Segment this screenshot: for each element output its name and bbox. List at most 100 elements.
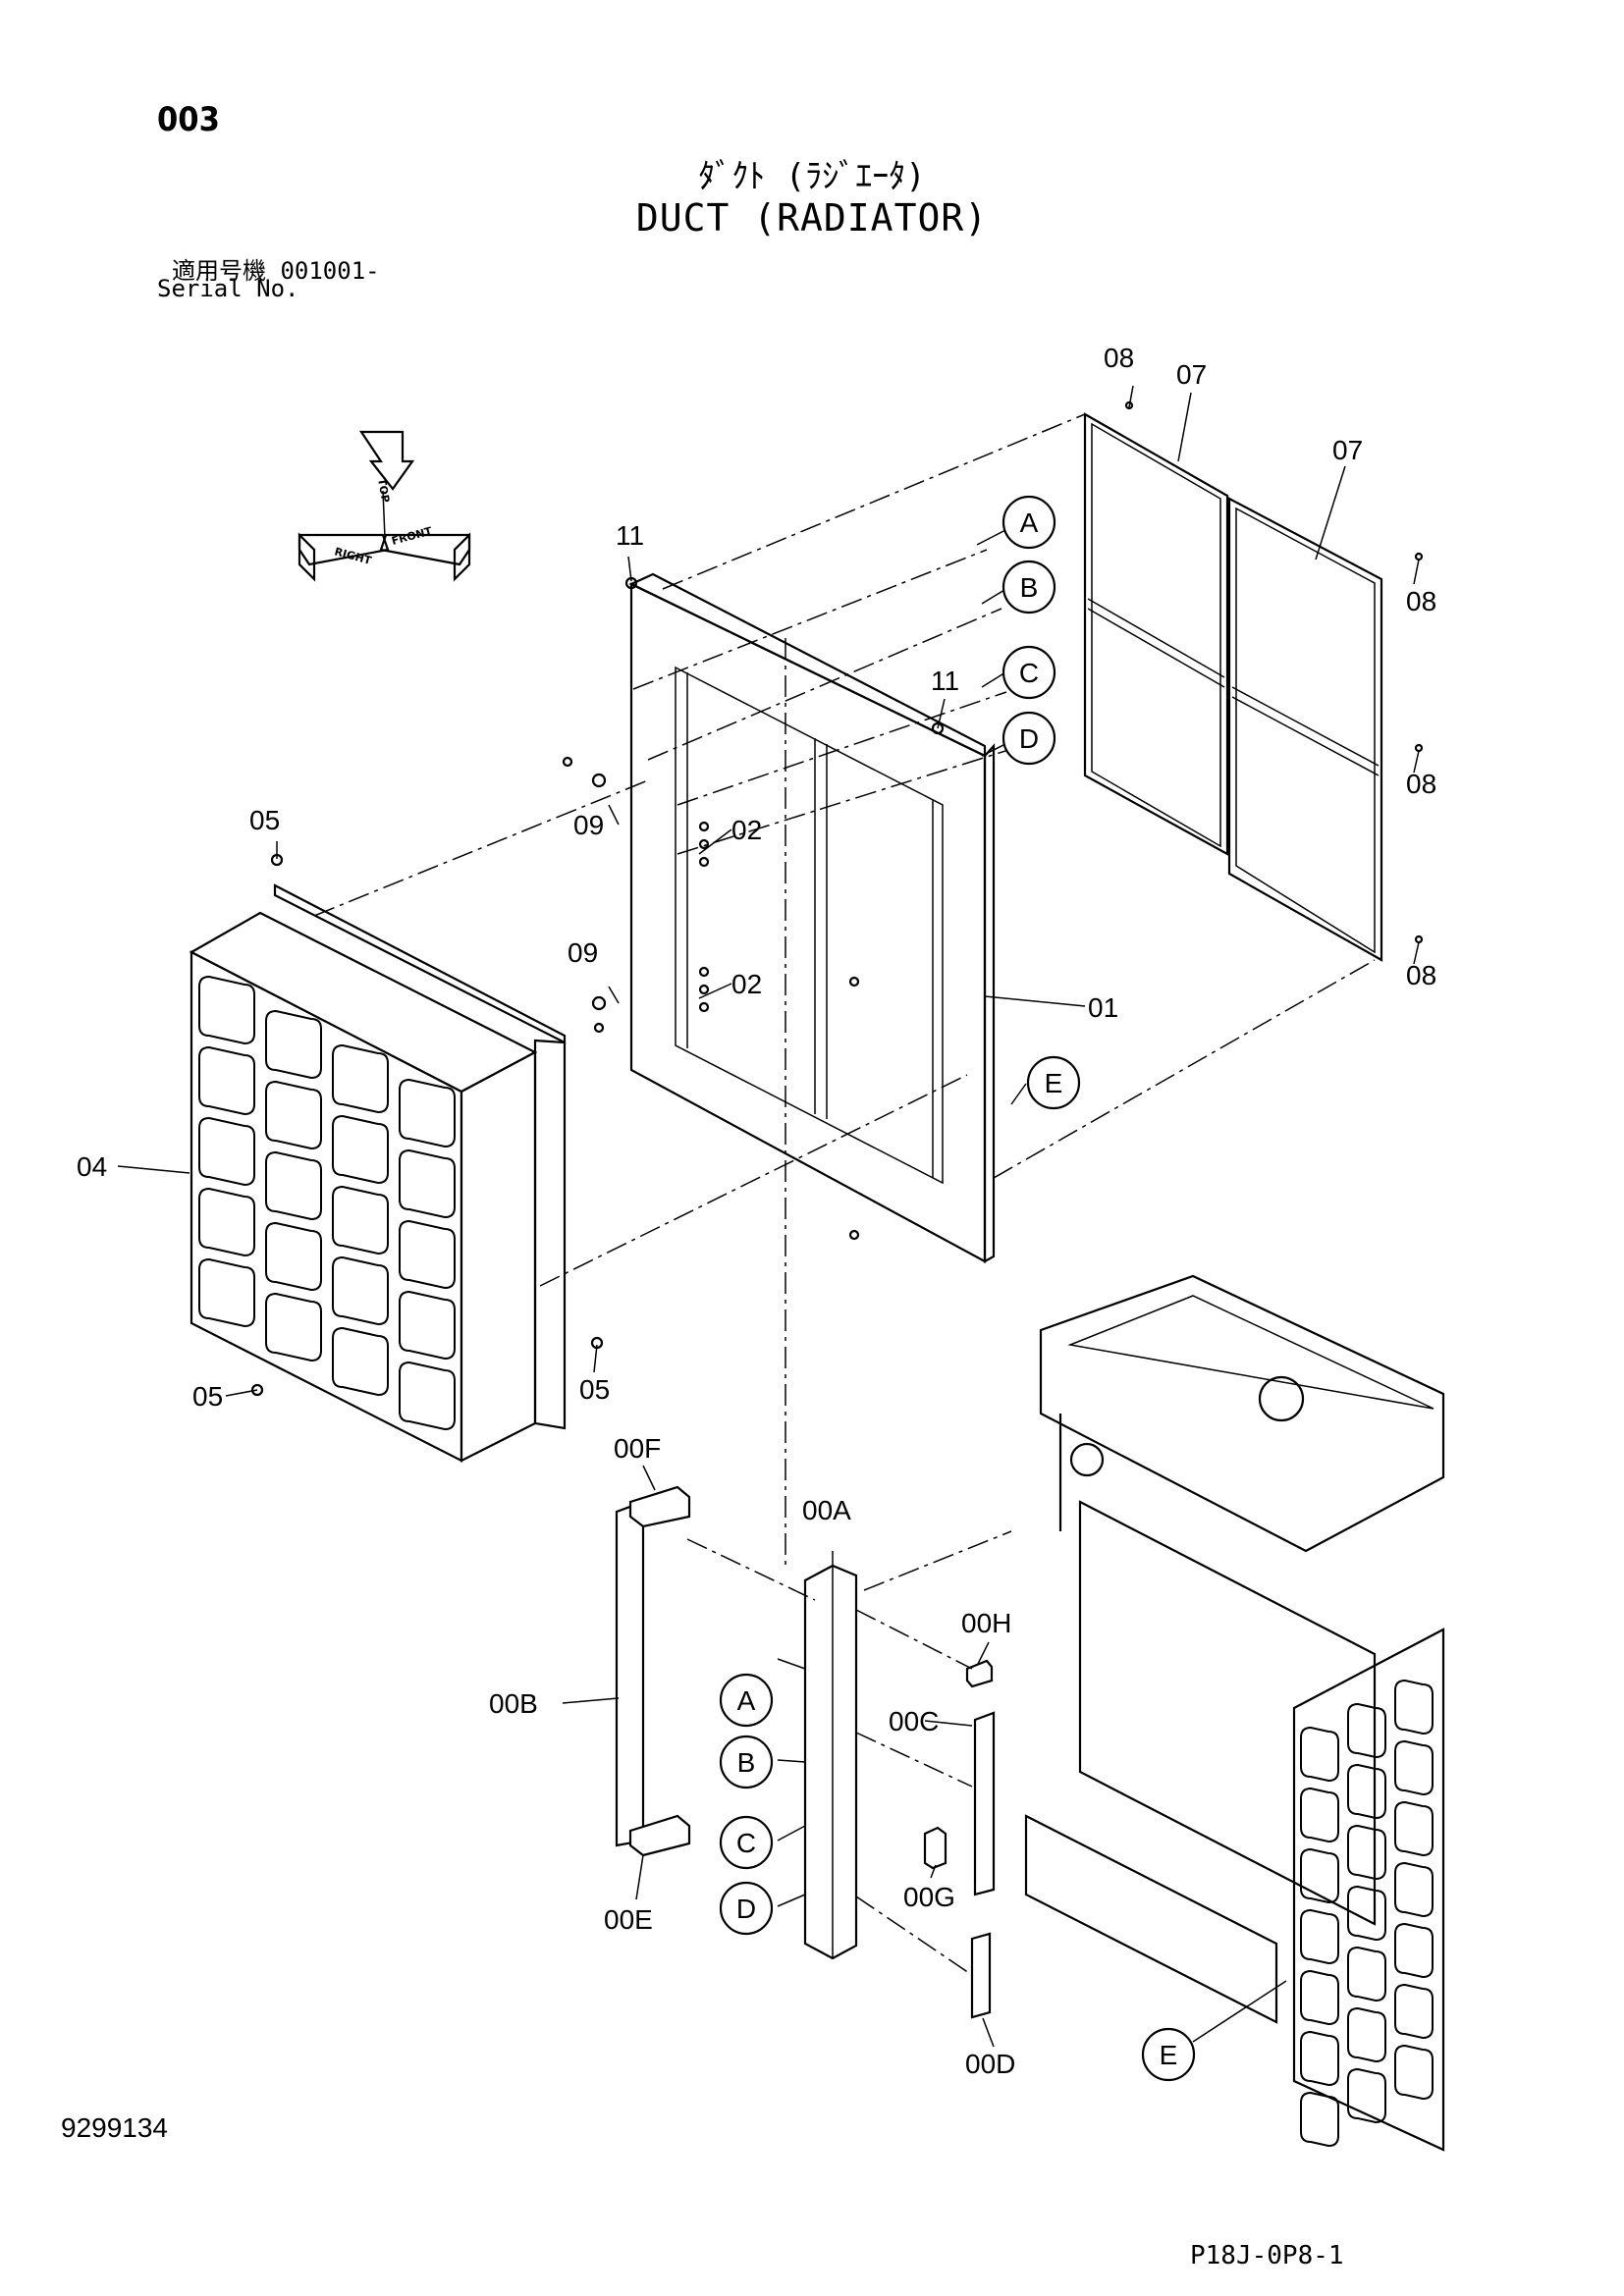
marker-c-lower: C (719, 1815, 774, 1870)
part-label-04: 04 (77, 1151, 107, 1182)
cover-window-cell (265, 1009, 322, 1080)
svg-text:A: A (1020, 507, 1039, 538)
cover-window-cell (265, 1292, 322, 1362)
part-label-02: 02 (731, 969, 762, 999)
part-label-01: 01 (1088, 992, 1118, 1023)
direction-right-label: RIGHT (333, 545, 373, 567)
part-label-11: 11 (616, 520, 644, 551)
cover-window-cell (198, 1116, 255, 1187)
engine-cover-window-cell (1300, 2091, 1339, 2148)
part-label-08: 08 (1406, 586, 1436, 616)
cover-window-cell (332, 1326, 389, 1397)
part-label-07: 07 (1332, 435, 1363, 465)
reference-markers: A B C D E A B C D E (719, 495, 1196, 2082)
part-00C-seal (973, 1711, 996, 1896)
direction-indicator: TOP RIGHT FRONT (298, 430, 471, 582)
document-number: 9299134 (61, 2112, 169, 2143)
part-label-00A: 00A (802, 1495, 851, 1525)
assembly-lines (313, 413, 1376, 1976)
part-00A-bracket (803, 1564, 858, 1960)
cover-window-cell (198, 1045, 255, 1116)
part-label-00G: 00G (903, 1882, 955, 1912)
engine-cover-window-cell (1300, 1726, 1339, 1783)
cover-window-cell (399, 1148, 456, 1219)
engine-cover-window-cell (1394, 1739, 1434, 1796)
engine-cover-window-cell (1394, 1861, 1434, 1918)
cover-window-cell (332, 1185, 389, 1255)
part-label-00C: 00C (889, 1706, 939, 1736)
part-label-02: 02 (731, 815, 762, 845)
title-english: DUCT (RADIATOR) (635, 196, 989, 240)
cover-window-cell (399, 1078, 456, 1148)
engine-cover-window-cell (1300, 1908, 1339, 1965)
svg-text:C: C (736, 1828, 756, 1858)
part-00D-seal (970, 1932, 992, 2019)
engine-cover-window-cell (1394, 2044, 1434, 2101)
part-label-05: 05 (249, 805, 280, 835)
svg-text:E: E (1160, 2040, 1178, 2070)
part-label-07: 07 (1176, 359, 1207, 390)
svg-text:D: D (1019, 723, 1039, 754)
svg-text:B: B (737, 1747, 756, 1778)
marker-d-lower: D (719, 1881, 774, 1936)
marker-a-upper: A (1001, 495, 1056, 550)
svg-text:C: C (1019, 658, 1039, 688)
radiator-cover-grid (198, 975, 456, 1431)
part-00G-block (923, 1826, 947, 1870)
engine-cover-window-cell (1347, 1763, 1386, 1820)
cover-window-cell (332, 1043, 389, 1114)
part-label-05: 05 (192, 1381, 223, 1412)
screen-panel-left (1083, 412, 1229, 856)
engine-cover-window-cell (1394, 1922, 1434, 1979)
screen-panel-right (1227, 497, 1383, 962)
svg-text:E: E (1045, 1068, 1063, 1098)
engine-cover-window-cell (1300, 1969, 1339, 2026)
part-label-09: 09 (568, 937, 598, 968)
marker-a-lower: A (719, 1673, 774, 1728)
cover-window-cell (332, 1255, 389, 1326)
part-label-09: 09 (573, 810, 604, 840)
leader-lines (117, 385, 1420, 2048)
part-label-00D: 00D (965, 2049, 1015, 2079)
engine-cover-window-cell (1300, 2030, 1339, 2087)
svg-text:D: D (736, 1894, 756, 1924)
part-label-00H: 00H (961, 1608, 1011, 1638)
engine-compartment (1024, 1274, 1445, 2152)
page-number: 003 (157, 100, 220, 139)
svg-text:A: A (737, 1685, 756, 1716)
part-label-08: 08 (1406, 769, 1436, 799)
engine-cover-grid (1300, 1679, 1434, 2148)
fasteners (250, 400, 1424, 1397)
engine-cover-window-cell (1347, 1946, 1386, 2002)
part-labels: 08 07 07 08 08 08 11 11 09 09 02 02 01 0… (77, 343, 1436, 2079)
marker-e-upper: E (1026, 1055, 1081, 1110)
part-00B-seal (615, 1485, 691, 1857)
title-japanese: ﾀﾞｸﾄ (ﾗｼﾞｴｰﾀ) (698, 157, 926, 196)
direction-top-label: TOP (375, 477, 392, 504)
cover-window-cell (198, 1187, 255, 1257)
engine-cover-window-cell (1300, 1787, 1339, 1843)
part-label-08: 08 (1104, 343, 1134, 373)
cover-window-cell (265, 1150, 322, 1221)
radiator-cover (189, 883, 567, 1463)
marker-b-lower: B (719, 1735, 774, 1789)
engine-cover-window-cell (1394, 1983, 1434, 2040)
engine-cover-window-cell (1394, 1679, 1434, 1735)
part-label-00E: 00E (604, 1904, 653, 1935)
engine-cover-window-cell (1347, 1885, 1386, 1942)
part-label-11: 11 (931, 666, 959, 696)
engine-cover-window-cell (1300, 1847, 1339, 1904)
part-00H-block (965, 1659, 994, 1688)
marker-b-upper: B (1001, 560, 1056, 614)
cover-window-cell (265, 1221, 322, 1292)
cover-window-cell (399, 1219, 456, 1290)
direction-front-label: FRONT (390, 524, 433, 548)
part-label-00B: 00B (489, 1688, 538, 1719)
serial-label-japanese: 適用号機 001001- (172, 257, 380, 285)
serial-label-english: Serial No. (157, 275, 299, 302)
engine-cover-window-cell (1394, 1800, 1434, 1857)
part-label-08: 08 (1406, 960, 1436, 990)
cover-window-cell (399, 1290, 456, 1361)
duct-frame (628, 572, 996, 1263)
marker-c-upper: C (1001, 645, 1056, 700)
